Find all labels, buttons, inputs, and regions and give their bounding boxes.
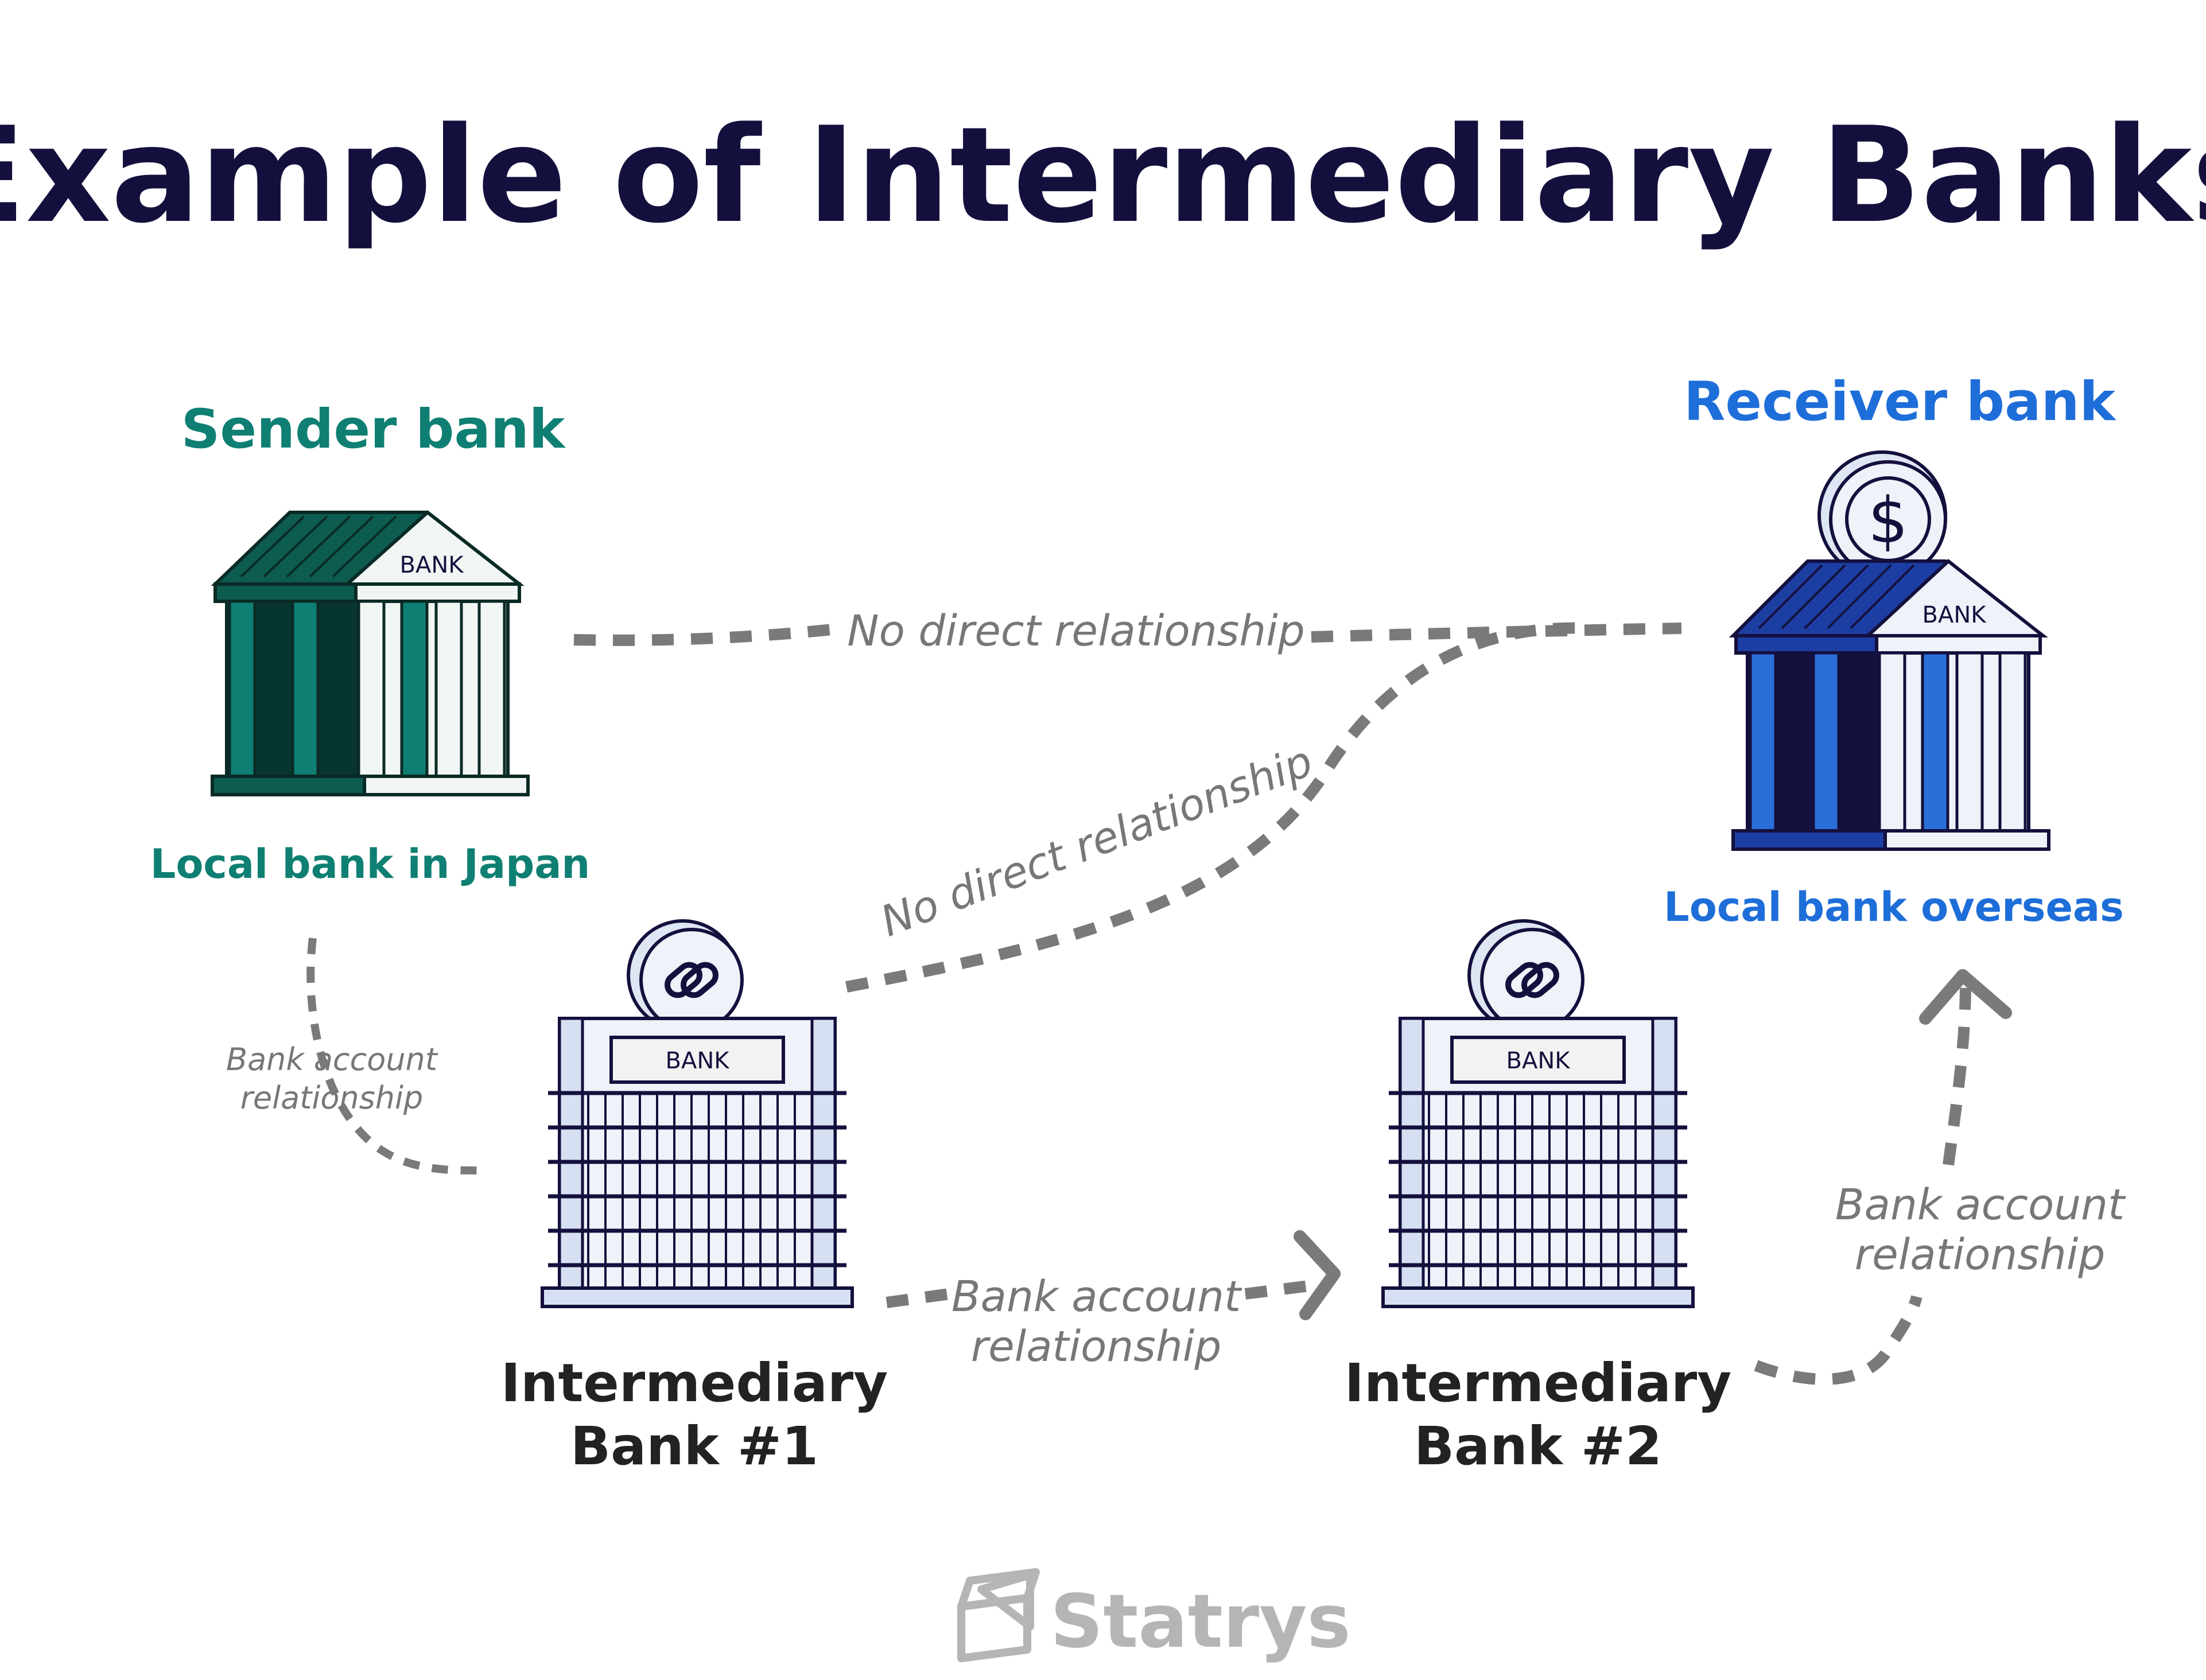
brand-name: Statrys <box>1050 1579 1351 1665</box>
connector-sender-receiver <box>573 623 845 646</box>
sender-bank-sign: BANK <box>400 552 465 578</box>
label-inter1-receiver: No direct relationship <box>874 737 1319 947</box>
connector-inter1-inter2 <box>885 1288 951 1308</box>
intermediary-2-label-line2: Bank #2 <box>1414 1415 1662 1477</box>
connector-sender-receiver-right <box>1311 623 1682 643</box>
intermediary-bank-2-icon: BANK <box>1381 919 1695 1308</box>
label-inter1-inter2-line1: Bank account <box>951 1272 1242 1321</box>
connector-inter2-receiver <box>1754 1295 1923 1385</box>
label-sender-inter1-line2: relationship <box>240 1080 424 1116</box>
connector-sender-inter1 <box>306 938 483 1175</box>
intermediary-2-bank-sign: BANK <box>1506 1048 1571 1074</box>
arrow-head-inter2 <box>1294 1230 1341 1320</box>
intermediary-1-label-line1: Intermediary <box>501 1352 888 1414</box>
connector-inter1-inter2-right <box>1244 1280 1315 1300</box>
label-inter2-receiver-line1: Bank account <box>1835 1180 2126 1230</box>
sender-subtitle: Local bank in Japan <box>150 841 591 888</box>
receiver-heading: Receiver bank <box>1684 371 2117 433</box>
receiver-bank-sign: BANK <box>1923 602 1987 628</box>
receiver-bank-icon: $ BANK <box>1729 450 2050 851</box>
receiver-subtitle: Local bank overseas <box>1664 884 2124 931</box>
arrow-head-receiver <box>1919 969 2012 1025</box>
connector-inter2-receiver-upper <box>1943 981 1971 1166</box>
intermediary-bank-1-icon: BANK <box>541 919 854 1308</box>
label-sender-inter1-line1: Bank account <box>226 1041 438 1078</box>
intermediary-2-label-line1: Intermediary <box>1345 1352 1732 1414</box>
label-inter1-inter2-line2: relationship <box>971 1322 1222 1371</box>
intermediary-1-label-line2: Bank #1 <box>570 1415 818 1477</box>
label-sender-receiver: No direct relationship <box>847 606 1304 656</box>
dollar-icon: $ <box>1868 484 1908 557</box>
sender-heading: Sender bank <box>181 398 566 461</box>
label-inter2-receiver-line2: relationship <box>1855 1230 2106 1280</box>
statrys-logo-icon <box>957 1568 1040 1662</box>
intermediary-1-bank-sign: BANK <box>666 1048 731 1074</box>
page-title: Example of Intermediary Banks <box>0 99 2206 252</box>
connector-inter1-receiver <box>845 622 1590 993</box>
chain-link-icon <box>1505 962 1559 998</box>
chain-link-icon <box>665 962 718 998</box>
sender-bank-icon: BANK <box>211 510 530 796</box>
